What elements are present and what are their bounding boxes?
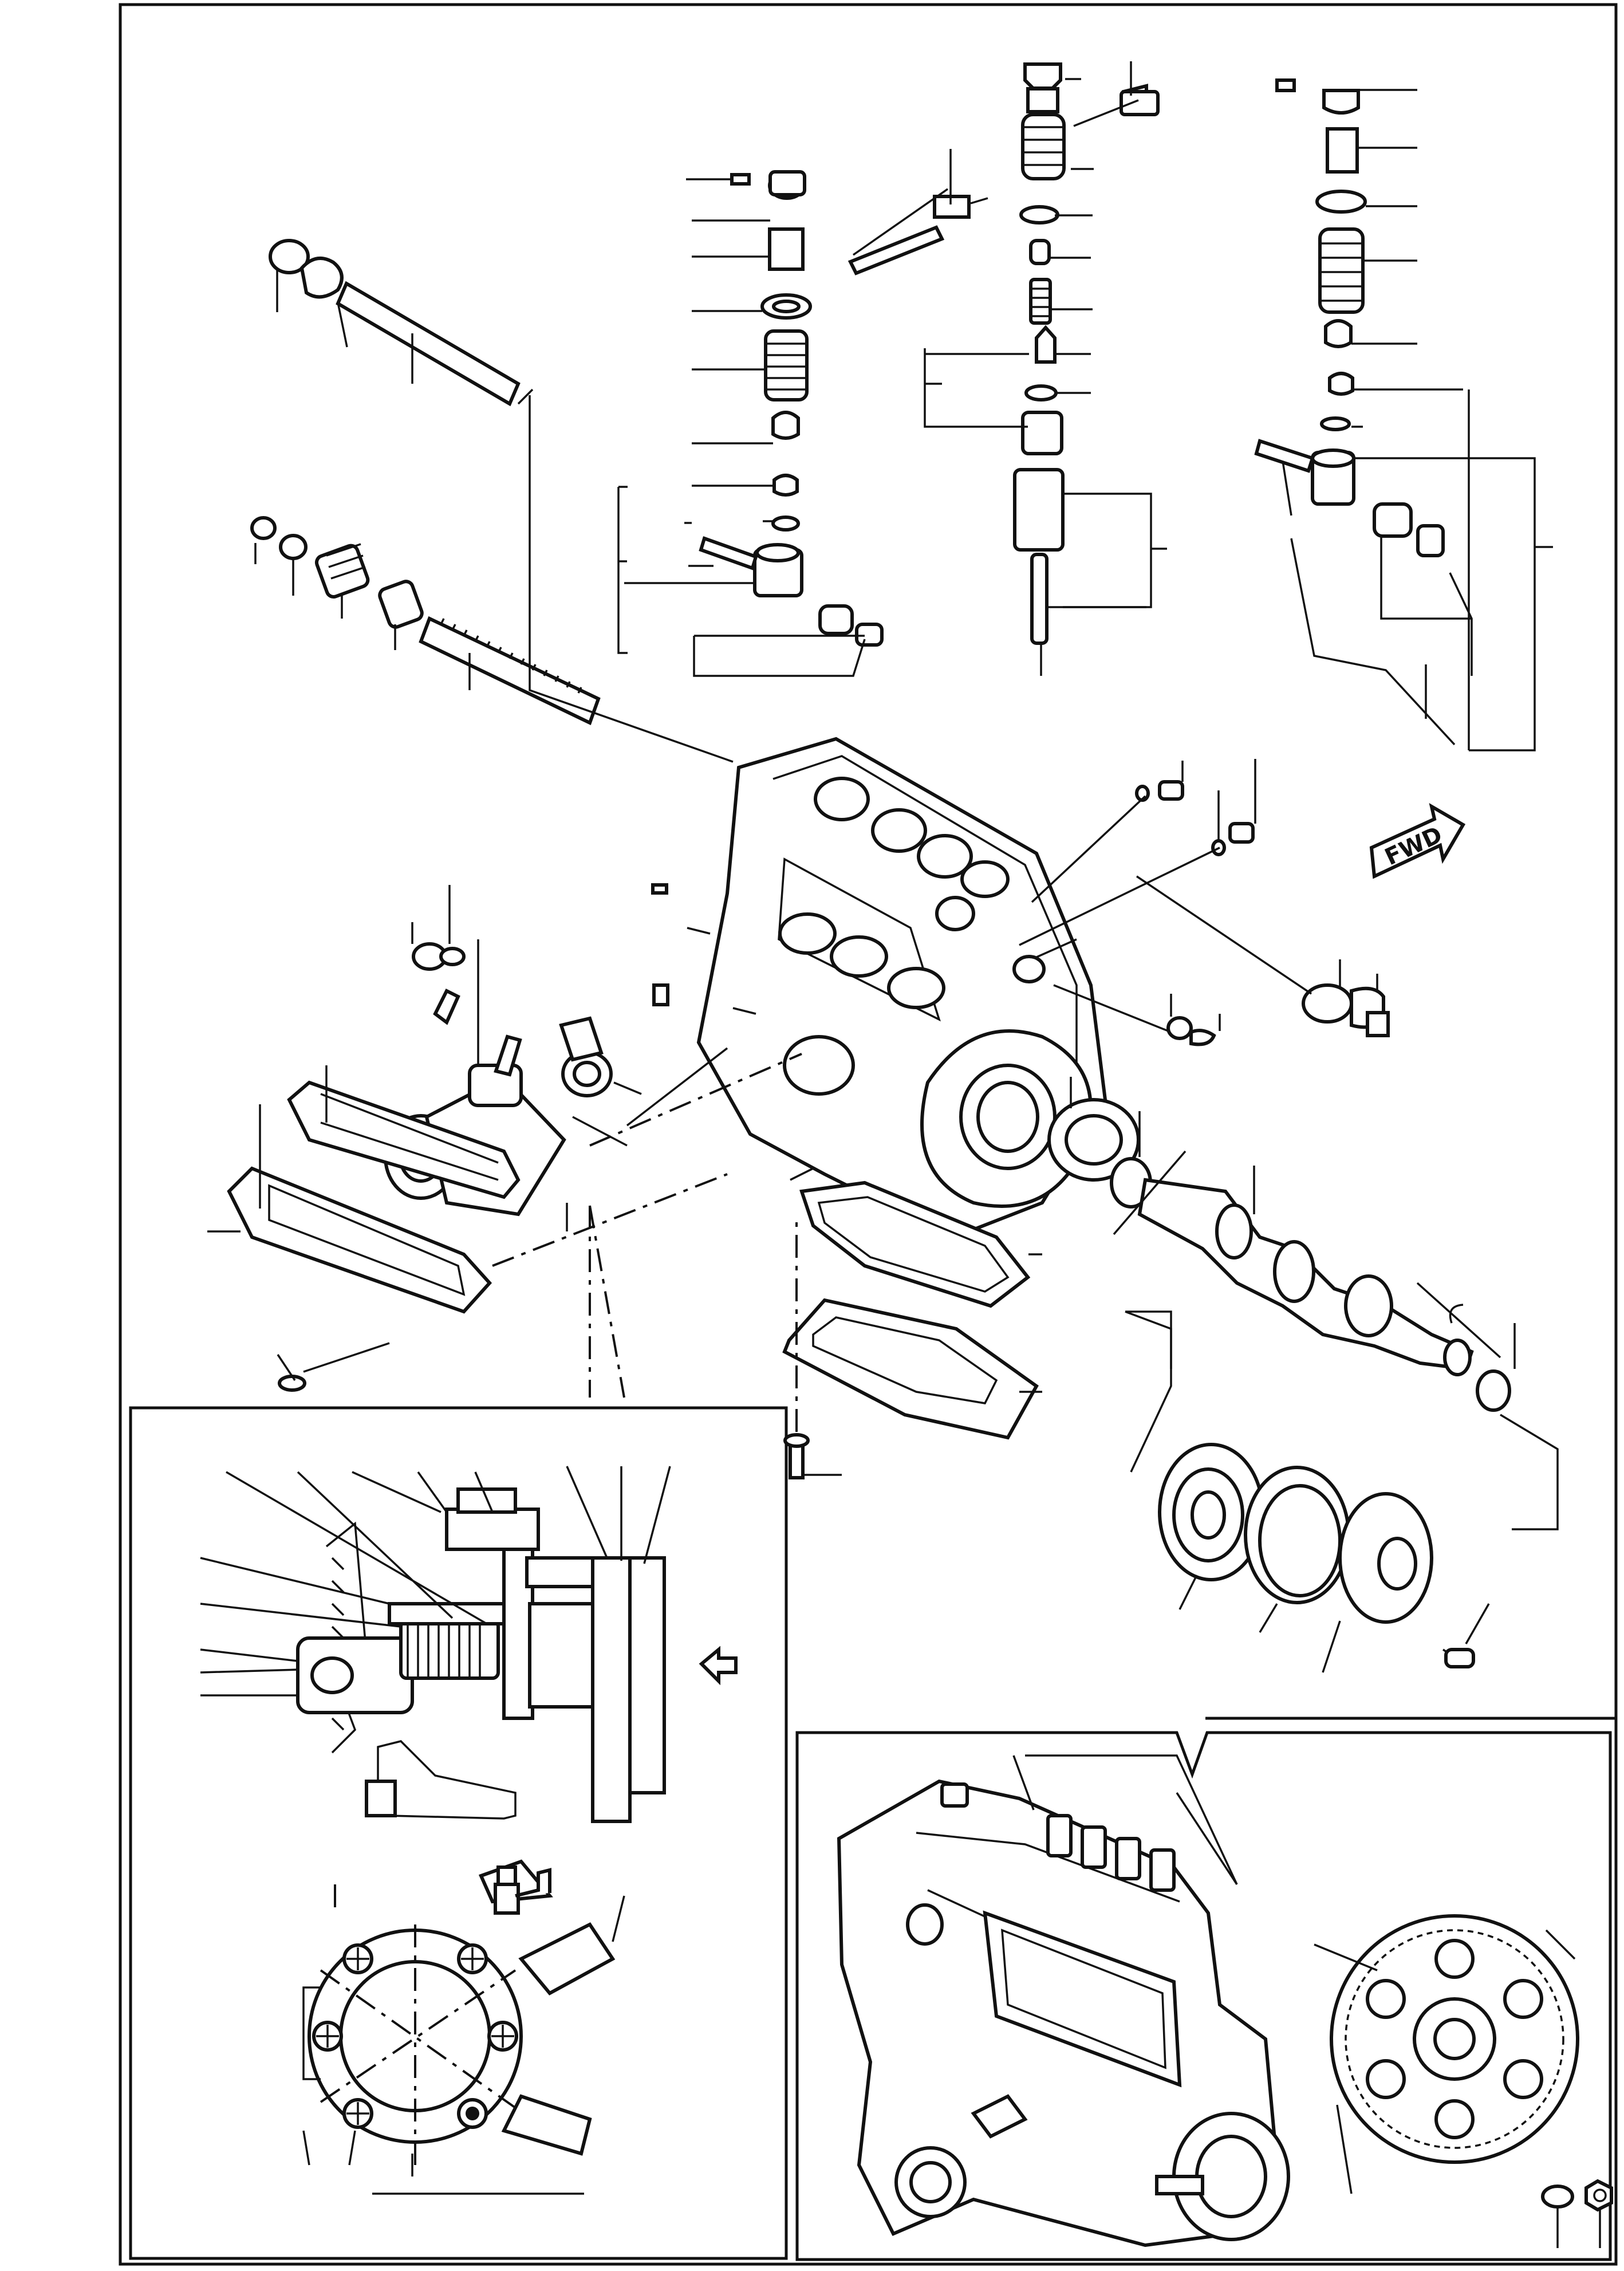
- camshaft-assembly: [1047, 1077, 1559, 1530]
- pump-housing: [687, 737, 1107, 1245]
- inspection-cover: [207, 1053, 802, 1392]
- feed-pump-assembly: [384, 885, 728, 1231]
- delivery-valve-stack-left: [617, 170, 884, 677]
- governor-cutaway-section: [200, 1205, 738, 1823]
- assembled-injection-pump: [837, 1754, 1613, 2248]
- drive-flange-group: [1125, 1310, 1490, 1673]
- governor-end-view: [302, 1859, 625, 2195]
- outer-frame: [119, 3, 1618, 2266]
- delivery-valve-stack-right: [1254, 78, 1553, 751]
- fwd-direction-badge: FWD: [1369, 802, 1466, 879]
- bottom-gasket-plate: [782, 1167, 1042, 1479]
- delivery-valve-stack-center: [848, 61, 1167, 676]
- governor-detail-inset: [129, 1406, 788, 2260]
- control-rack-group: [250, 239, 734, 763]
- assembled-pump-inset: [795, 1731, 1612, 2261]
- side-plugs: [651, 759, 1390, 1046]
